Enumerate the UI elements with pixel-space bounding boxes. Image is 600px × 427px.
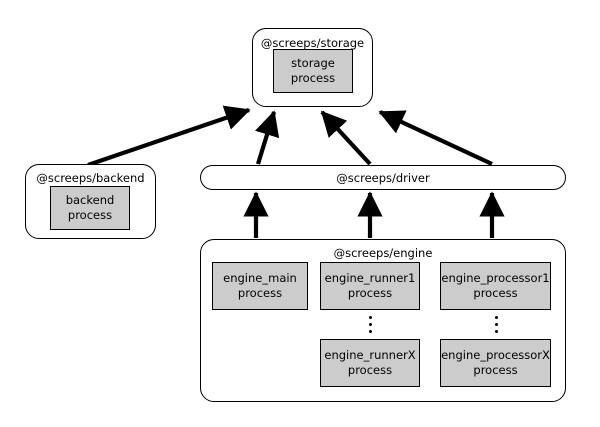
process-storage-name: storage — [291, 56, 335, 70]
process-engine-processor1: engine_processor1 process — [440, 262, 551, 310]
process-backend-name: backend — [65, 193, 115, 207]
process-engine-processorx-name: engine_processorX — [441, 348, 550, 362]
edge-driver-to-storage-2 — [320, 110, 372, 166]
process-engine-runnerx: engine_runnerX process — [320, 339, 420, 387]
vertical-ellipsis-runner-icon — [363, 316, 377, 337]
process-engine-runnerx-name: engine_runnerX — [324, 348, 416, 362]
vertical-ellipsis-processor-icon — [489, 316, 503, 337]
process-engine-processor1-kind: process — [473, 286, 518, 300]
edge-driver-to-storage-3 — [378, 110, 493, 166]
process-engine-main: engine_main process — [212, 262, 308, 310]
package-driver-title: @screeps/driver — [336, 170, 430, 185]
process-engine-processor1-name: engine_processor1 — [441, 271, 550, 285]
process-engine-processorx-kind: process — [473, 363, 518, 377]
process-engine-runnerx-kind: process — [347, 363, 393, 377]
package-storage-title: @screeps/storage — [260, 36, 365, 50]
process-storage: storage process — [273, 49, 353, 93]
package-driver: @screeps/driver — [200, 165, 566, 190]
process-engine-runner1-name: engine_runner1 — [324, 271, 416, 285]
package-backend-title: @screeps/backend — [36, 171, 145, 185]
process-engine-processorx: engine_processorX process — [440, 339, 551, 387]
process-engine-main-name: engine_main — [223, 271, 297, 285]
process-backend: backend process — [50, 186, 130, 230]
process-storage-kind: process — [290, 71, 336, 85]
process-engine-runner1-kind: process — [347, 286, 393, 300]
process-backend-kind: process — [67, 208, 113, 222]
package-engine-title: @screeps/engine — [333, 246, 433, 260]
process-engine-main-kind: process — [237, 286, 283, 300]
edge-driver-to-storage-1 — [255, 110, 280, 165]
process-engine-runner1: engine_runner1 process — [320, 262, 420, 310]
edge-backend-to-storage — [87, 105, 251, 167]
